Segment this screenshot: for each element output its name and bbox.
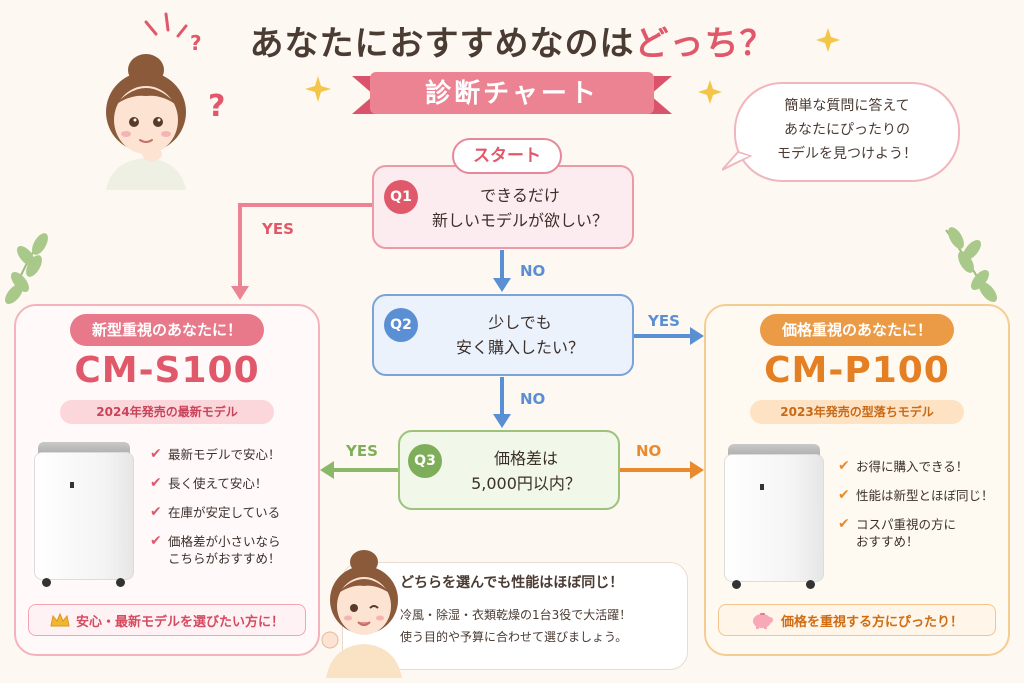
list-item: ✔ 最新モデルで安心！	[150, 446, 314, 463]
right-model-name: CM-P100	[764, 350, 950, 391]
sparkle-icon	[305, 76, 331, 102]
q3-line: 5,000円以内？	[471, 474, 581, 493]
title-prefix: あなたにおすすめなのは	[249, 24, 635, 64]
question-mark-icon: ?	[208, 89, 225, 124]
arrow-q1-yes	[238, 203, 372, 290]
question-2-box	[372, 294, 634, 376]
q2-badge: Q2	[384, 308, 418, 342]
right-card-footer: 価格を重視する方にぴったり！	[718, 604, 996, 636]
question-1-box	[372, 165, 634, 249]
bullet-text: 長く使えて安心！	[168, 476, 268, 491]
speech-bubble-tail	[722, 150, 752, 171]
q3-yes-label: YES	[346, 442, 378, 460]
right-card-tag: 価格重視のあなたに！	[760, 314, 954, 346]
summary-note	[342, 562, 688, 670]
check-icon: ✔	[838, 487, 850, 503]
speech-line: あなたにぴったりの	[784, 122, 910, 138]
list-item: ✔ 価格差が小さいならこちらがおすすめ！	[150, 533, 314, 567]
leaf-icon	[945, 227, 997, 302]
check-icon: ✔	[838, 516, 850, 532]
left-model-name: CM-S100	[74, 350, 260, 391]
page-title: あなたにおすすめなのはどっち？	[0, 16, 1024, 65]
q2-text: 少しでも 安く購入したい？	[420, 310, 620, 360]
list-item: ✔ お得に購入できる！	[838, 458, 1004, 475]
piggy-bank-icon	[752, 613, 773, 629]
q1-line: 新しいモデルが欲しい？	[431, 211, 608, 230]
list-item: ✔ 在庫が安定している	[150, 504, 314, 521]
q1-yes-label: YES	[262, 220, 294, 238]
sparkle-icon	[816, 28, 840, 52]
note-headline: どちらを選んでも性能はほぼ同じ！	[400, 575, 624, 591]
check-icon: ✔	[150, 533, 162, 549]
left-bullets: ✔ 最新モデルで安心！ ✔ 長く使えて安心！ ✔ 在庫が安定している ✔ 価格差が小さい…	[150, 446, 314, 579]
q2-line: 安く購入したい？	[455, 338, 584, 357]
list-item: ✔ 性能は新型とほぼ同じ！	[838, 487, 1004, 504]
check-icon: ✔	[150, 504, 162, 520]
leaf-icon	[5, 233, 48, 304]
q1-no-label: NO	[520, 262, 546, 280]
title-highlight: どっち？	[634, 24, 775, 64]
dehumidifier-image	[34, 442, 134, 592]
left-card-tag: 新型重視のあなたに！	[70, 314, 264, 346]
girl-thinking-illustration	[106, 54, 186, 190]
list-item: ✔ 長く使えて安心！	[150, 475, 314, 492]
right-footer-text: 価格を重視する方にぴったり！	[780, 614, 963, 630]
bullet-text: 在庫が安定している	[168, 505, 281, 520]
note-line: 使う目的や予算に合わせて選びましょう。	[400, 630, 628, 644]
check-icon: ✔	[838, 458, 850, 474]
start-label: スタート	[452, 138, 562, 174]
bullet-text: 最新モデルで安心！	[168, 447, 281, 462]
q2-yes-label: YES	[648, 312, 680, 330]
check-icon: ✔	[150, 446, 162, 462]
note-line: 冷風・除湿・衣類乾燥の1台3役で大活躍！	[400, 608, 632, 622]
left-year-pill: 2024年発売の最新モデル	[60, 400, 274, 424]
crown-icon	[50, 612, 70, 627]
q1-badge: Q1	[384, 180, 418, 214]
q3-badge: Q3	[408, 444, 442, 478]
bullet-text: 性能は新型とほぼ同じ！	[856, 488, 994, 503]
left-footer-text: 安心・最新モデルを選びたい方に！	[75, 614, 284, 630]
list-item: ✔ コスパ重視の方におすすめ！	[838, 516, 1004, 550]
bullet-text: こちらがおすすめ！	[168, 551, 281, 566]
right-bullets: ✔ お得に購入できる！ ✔ 性能は新型とほぼ同じ！ ✔ コスパ重視の方におすすめ！	[838, 458, 1004, 562]
q2-no-label: NO	[520, 390, 546, 408]
q2-line: 少しでも	[488, 313, 552, 332]
subtitle-ribbon	[352, 72, 672, 114]
q1-line: できるだけ	[480, 186, 560, 205]
q3-no-label: NO	[636, 442, 662, 460]
bullet-text: お得に購入できる！	[856, 459, 969, 474]
question-mark-icon: ?	[190, 31, 202, 55]
note-body: 冷風・除湿・衣類乾燥の1台3役で大活躍！ 使う目的や予算に合わせて選びましょう。	[400, 604, 682, 648]
dehumidifier-image	[724, 444, 824, 594]
subtitle: 診断チャート	[425, 79, 599, 109]
q3-text: 価格差は 5,000円以内？	[444, 446, 608, 496]
check-icon: ✔	[150, 475, 162, 491]
q3-line: 価格差は	[493, 449, 558, 468]
bullet-text: コスパ重視の方に	[856, 517, 957, 532]
bullet-text: 価格差が小さいなら	[168, 534, 281, 549]
sparkle-icon	[698, 80, 722, 104]
bullet-text: おすすめ！	[856, 534, 919, 549]
speech-line: モデルを見つけよう！	[777, 146, 917, 162]
speech-bubble-text: 簡単な質問に答えて あなたにぴったりの モデルを見つけよう！	[744, 94, 950, 166]
right-year-pill: 2023年発売の型落ちモデル	[750, 400, 964, 424]
q1-text: できるだけ 新しいモデルが欲しい？	[420, 183, 620, 233]
left-card-footer: 安心・最新モデルを選びたい方に！	[28, 604, 306, 636]
girl-wink-illustration	[321, 550, 402, 678]
speech-bubble	[734, 82, 960, 182]
speech-line: 簡単な質問に答えて	[784, 98, 910, 114]
